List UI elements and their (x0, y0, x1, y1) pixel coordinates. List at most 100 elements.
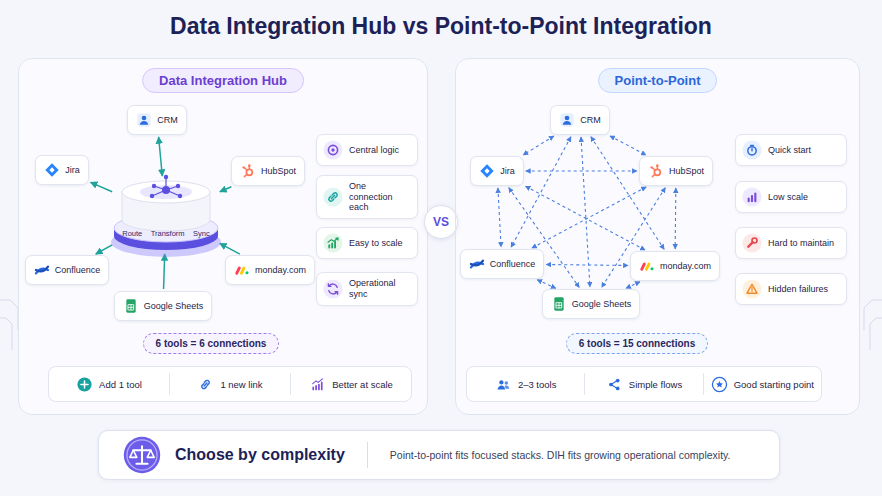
monday-icon (234, 262, 250, 278)
feature-card: Easy to scale (316, 227, 418, 259)
icon-stroke (481, 164, 494, 177)
summary-text: Better at scale (332, 379, 393, 390)
summary-text: Good starting point (734, 379, 814, 390)
connector (96, 245, 113, 254)
icon-dot (164, 175, 168, 179)
icon-stroke (751, 145, 754, 150)
summary-item: 2–3 tools (467, 373, 584, 395)
feature-text: Hard to maintain (768, 238, 834, 249)
trace (0, 318, 12, 350)
icon-dot (712, 377, 726, 391)
icon-dot (323, 279, 342, 298)
icon-stroke (81, 380, 88, 387)
tool-box: CRM (127, 105, 187, 135)
count-pill: 6 tools = 6 connections (143, 333, 280, 354)
icon-dot (616, 386, 620, 390)
icon-stroke (751, 288, 752, 291)
tool-name: HubSpot (669, 166, 704, 176)
feature-card: Central logic (316, 134, 418, 166)
hub-label: Sync (193, 229, 210, 238)
icon-stroke (556, 303, 561, 308)
connector (610, 136, 646, 155)
panel-fill (18, 58, 428, 415)
feature-card: Operational sync (316, 272, 418, 306)
icon-stroke (716, 380, 723, 387)
connector (626, 282, 640, 288)
icon-dot (127, 440, 157, 470)
icon-dot (742, 187, 761, 206)
tool-box: Google Sheets (114, 291, 213, 321)
hub-label-row: RouteTransformSync (118, 227, 214, 239)
icon-stroke (244, 166, 249, 176)
connector (159, 137, 163, 176)
icon-dot (246, 271, 249, 274)
panel-heading: Data Integration Hub (142, 68, 304, 93)
plus-icon (76, 376, 93, 393)
tool-name: monday.com (660, 261, 711, 271)
icon-stroke (485, 168, 490, 173)
icon-stroke (237, 268, 240, 273)
icon-bg (554, 297, 563, 310)
people-icon (495, 376, 512, 393)
icon-bg (126, 299, 135, 312)
icon-stroke (50, 167, 55, 172)
feature-text: Easy to scale (349, 238, 403, 249)
icon-dot (504, 381, 508, 385)
banner-title: Choose by complexity (175, 446, 345, 464)
icon-dot (650, 166, 652, 168)
icon-dot (499, 380, 503, 384)
icon-dot (142, 116, 147, 121)
icon-stroke (130, 450, 154, 457)
bars-icon (742, 187, 762, 207)
icon-stroke (563, 121, 572, 125)
crm-icon (136, 112, 152, 128)
icon-dot (78, 377, 92, 391)
icon-stroke (747, 284, 757, 293)
icon-dot (152, 184, 156, 188)
summary-bar: Add 1 tool 1 new link Better at scale (48, 366, 412, 402)
icon-dot (150, 194, 154, 198)
connector (532, 187, 646, 248)
conclusion-banner: Choose by complexityPoint-to-point fits … (98, 430, 780, 480)
icon-dot (751, 291, 752, 292)
vs-text: VS (433, 215, 449, 229)
icon-stroke (497, 385, 505, 389)
icon-dot (328, 145, 337, 154)
icon-bg (561, 113, 574, 126)
conf-icon (34, 262, 50, 278)
summary-text: Add 1 tool (99, 379, 142, 390)
icon-dot (178, 194, 182, 198)
tool-box: monday.com (225, 255, 315, 285)
divider (367, 442, 368, 468)
count-text: 6 tools = 15 connections (579, 338, 695, 349)
icon-stroke (313, 378, 323, 383)
icon-dot (162, 186, 170, 194)
icon-stroke (749, 194, 756, 202)
connector (581, 137, 590, 287)
crm-icon (559, 112, 575, 128)
trace (864, 300, 882, 330)
icon-stroke (128, 305, 133, 310)
icon-dot (323, 140, 342, 159)
feature-card: Hidden failures (735, 273, 847, 305)
panel-fill (455, 58, 860, 415)
tool-box: Google Sheets (542, 289, 641, 319)
icon-dot (656, 164, 659, 167)
icon-dot (616, 378, 620, 382)
connector (537, 280, 556, 288)
icon-dot (651, 267, 654, 270)
icon-stroke (202, 380, 209, 388)
circuit-traces (0, 300, 882, 350)
connector (546, 264, 628, 266)
icon-stroke (328, 238, 338, 242)
summary-item: 1 new link (169, 373, 290, 395)
chart-icon (323, 233, 343, 253)
feature-text: Operational sync (349, 278, 411, 300)
icon-dot (248, 164, 251, 167)
count-pill: 6 tools = 15 connections (566, 333, 708, 354)
share-icon (606, 376, 623, 393)
connector (220, 187, 232, 192)
feature-text: Low scale (768, 192, 808, 203)
tool-box: HubSpot (231, 156, 305, 186)
conf-icon (469, 256, 485, 272)
